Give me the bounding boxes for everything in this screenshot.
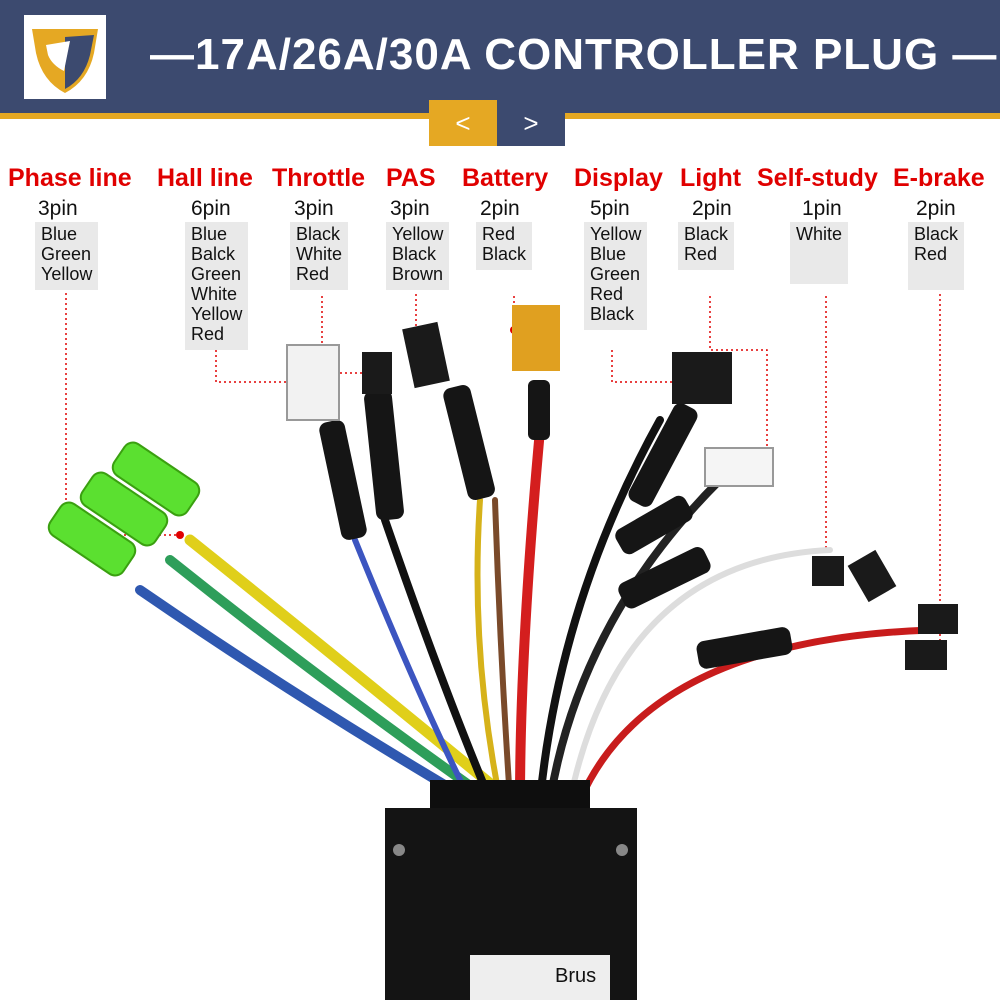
color-list: Black Red [908, 222, 965, 290]
color-item: White [796, 224, 843, 244]
group-title: Self-study [757, 164, 878, 192]
color-list: White [790, 222, 849, 284]
group-phase-line: Phase line 3pin Blue Green Yellow [8, 163, 132, 290]
color-list: Yellow Blue Green Red Black [584, 222, 648, 330]
e-brake-connector-a [918, 604, 958, 634]
throttle-connector [362, 352, 392, 394]
color-item: Black [296, 224, 341, 244]
color-item: Blue [41, 224, 78, 244]
color-item: Black [590, 304, 635, 324]
color-item: Yellow [392, 224, 444, 244]
group-title: Battery [462, 164, 549, 192]
group-pin-count: 2pin [692, 197, 732, 220]
color-item: Yellow [590, 224, 642, 244]
prev-button[interactable]: < [429, 100, 497, 146]
group-hall-line: Hall line 6pin Blue Balck Green White Ye… [157, 163, 253, 350]
controller-label-text: Brus [555, 965, 596, 987]
group-title: Hall line [157, 164, 253, 192]
color-list: Yellow Black Brown [386, 222, 450, 290]
color-item: Green [191, 264, 242, 284]
group-title: E-brake [893, 164, 985, 192]
color-item: Yellow [191, 304, 243, 324]
shield-logo-icon [32, 29, 98, 93]
heat-shrink-sleeves [319, 380, 793, 669]
battery-connector [512, 305, 560, 371]
self-study-connector-b [847, 549, 897, 603]
controller-label-sticker [470, 955, 610, 1000]
group-title: Display [574, 164, 663, 192]
color-item: Red [482, 224, 516, 244]
color-list: Black White Red [290, 222, 349, 290]
color-list: Blue Green Yellow [35, 222, 99, 290]
group-pin-count: 3pin [38, 197, 78, 220]
light-connector [704, 447, 774, 487]
color-item: Blue [590, 244, 627, 264]
color-item: White [296, 244, 343, 264]
color-item: Black [482, 244, 527, 264]
color-item: Black [392, 244, 437, 264]
wire-bundle [135, 416, 934, 806]
group-pin-count: 1pin [802, 197, 842, 220]
brand-logo [24, 15, 106, 99]
header-bar [0, 0, 1000, 113]
group-pin-count: 2pin [916, 197, 956, 220]
group-title: Throttle [272, 164, 366, 192]
pas-connector [402, 321, 450, 389]
self-study-connector-a [812, 556, 844, 586]
color-item: Red [590, 284, 624, 304]
group-pin-count: 2pin [480, 197, 520, 220]
connectors [286, 305, 958, 670]
color-item: White [191, 284, 238, 304]
color-item: Balck [191, 244, 236, 264]
hall-connector [286, 344, 340, 421]
color-item: Green [41, 244, 92, 264]
color-list: Red Black [476, 222, 533, 270]
group-throttle: Throttle 3pin Black White Red [272, 163, 365, 290]
group-pin-count: 5pin [590, 197, 630, 220]
color-item: Red [191, 324, 225, 344]
next-button[interactable]: > [497, 100, 565, 146]
color-item: Yellow [41, 264, 93, 284]
color-item: Red [296, 264, 330, 284]
group-title: Phase line [8, 164, 132, 192]
color-item: Red [914, 244, 948, 264]
phase-terminals [47, 441, 201, 577]
callout-display [611, 350, 706, 383]
color-item: Blue [191, 224, 228, 244]
group-pin-count: 3pin [390, 197, 430, 220]
color-item: Black [684, 224, 729, 244]
group-title: Light [680, 164, 742, 192]
color-list: Black Red [678, 222, 735, 270]
page-title: —17A/26A/30A CONTROLLER PLUG — [150, 30, 998, 79]
group-title: PAS [386, 164, 436, 192]
color-item: Red [684, 244, 718, 264]
display-connector [672, 352, 732, 404]
callout-hall-line [215, 350, 310, 383]
controller-body [385, 780, 637, 1000]
callout-lines [65, 293, 941, 662]
color-item: Black [914, 224, 959, 244]
group-pin-count: 3pin [294, 197, 334, 220]
e-brake-connector-b [905, 640, 947, 670]
color-item: Green [590, 264, 641, 284]
group-battery: Battery 2pin Red Black [462, 163, 548, 270]
group-self-study: Self-study 1pin White [757, 163, 878, 284]
color-item: Brown [392, 264, 444, 284]
group-light: Light 2pin Black Red [678, 163, 742, 270]
callout-light [709, 296, 768, 465]
group-e-brake: E-brake 2pin Black Red [893, 163, 985, 290]
color-list: Blue Balck Green White Yellow Red [185, 222, 249, 350]
group-display: Display 5pin Yellow Blue Green Red Black [574, 163, 663, 330]
group-pin-count: 6pin [191, 197, 231, 220]
group-pas: PAS 3pin Yellow Black Brown [386, 163, 450, 290]
